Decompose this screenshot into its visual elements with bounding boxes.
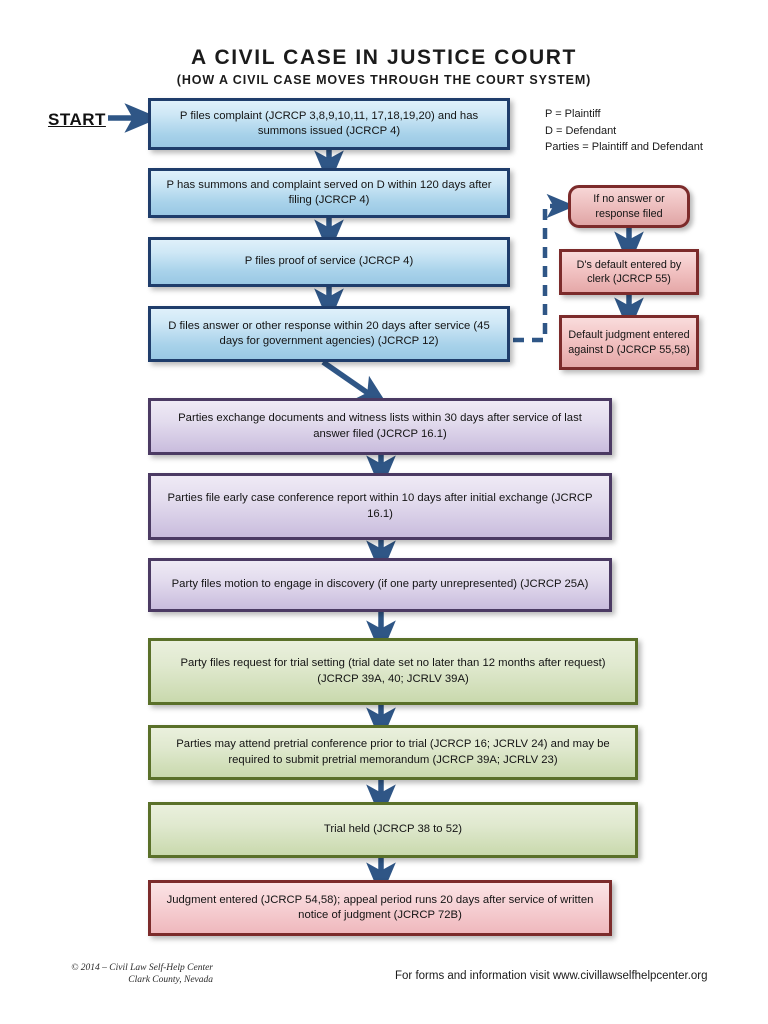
node-text: Parties may attend pretrial conference p… xyxy=(176,738,610,766)
node-default-judgment[interactable]: Default judgment entered against D (JCRC… xyxy=(559,315,699,370)
node-judgment-entered[interactable]: Judgment entered (JCRCP 54,58); appeal p… xyxy=(148,880,612,936)
node-proof-of-service[interactable]: P files proof of service (JCRCP 4) xyxy=(148,237,510,287)
node-summons-served[interactable]: P has summons and complaint served on D … xyxy=(148,168,510,218)
node-request-trial-setting[interactable]: Party files request for trial setting (t… xyxy=(148,638,638,705)
node-text: Parties exchange documents and witness l… xyxy=(178,412,582,440)
legend: P = Plaintiff D = Defendant Parties = Pl… xyxy=(545,106,703,156)
node-complaint-filed[interactable]: P files complaint (JCRCP 3,8,9,10,11, 17… xyxy=(148,98,510,150)
node-trial-held[interactable]: Trial held (JCRCP 38 to 52) xyxy=(148,802,638,858)
node-text: P has summons and complaint served on D … xyxy=(166,178,492,207)
node-answer-filed[interactable]: D files answer or other response within … xyxy=(148,306,510,362)
node-pretrial-conference[interactable]: Parties may attend pretrial conference p… xyxy=(148,725,638,780)
footer-copyright-line2: Clark County, Nevada xyxy=(128,975,213,985)
node-text: Judgment entered (JCRCP 54,58); appeal p… xyxy=(166,893,594,922)
node-text: Trial held (JCRCP 38 to 52) xyxy=(323,823,463,836)
node-exchange-documents[interactable]: Parties exchange documents and witness l… xyxy=(148,398,612,455)
node-text: D files answer or other response within … xyxy=(168,319,490,348)
legend-plaintiff: P = Plaintiff xyxy=(545,108,601,120)
node-default-entered[interactable]: D's default entered by clerk (JCRCP 55) xyxy=(559,249,699,295)
page-title: A CIVIL CASE IN JUSTICE COURT xyxy=(191,46,577,69)
footer-copyright-line1: © 2014 – Civil Law Self-Help Center xyxy=(71,963,213,973)
node-motion-to-engage-discovery[interactable]: Party files motion to engage in discover… xyxy=(148,558,612,612)
node-text: Parties file early case conference repor… xyxy=(167,492,593,520)
legend-defendant: D = Defendant xyxy=(545,124,617,137)
node-text: If no answer or response filed xyxy=(593,193,665,220)
legend-parties: Parties = Plaintiff and Defendant xyxy=(545,141,703,153)
node-text: P files complaint (JCRCP 3,8,9,10,11, 17… xyxy=(179,109,479,138)
node-no-answer-filed[interactable]: If no answer or response filed xyxy=(568,185,690,228)
footer-info: For forms and information visit www.civi… xyxy=(395,970,708,982)
page-subtitle: (HOW A CIVIL CASE MOVES THROUGH THE COUR… xyxy=(176,73,592,87)
start-label: START xyxy=(48,110,106,129)
node-text: P files proof of service (JCRCP 4) xyxy=(244,255,414,268)
node-text: Party files request for trial setting (t… xyxy=(180,657,606,685)
node-text: Party files motion to engage in discover… xyxy=(171,578,589,591)
node-text: D's default entered by clerk (JCRCP 55) xyxy=(576,258,682,286)
default-branch-connector xyxy=(513,193,576,343)
node-early-case-conference-report[interactable]: Parties file early case conference repor… xyxy=(148,473,612,540)
node-text: Default judgment entered against D (JCRC… xyxy=(568,329,690,356)
footer-copyright: © 2014 – Civil Law Self-Help Center Clar… xyxy=(48,962,213,986)
